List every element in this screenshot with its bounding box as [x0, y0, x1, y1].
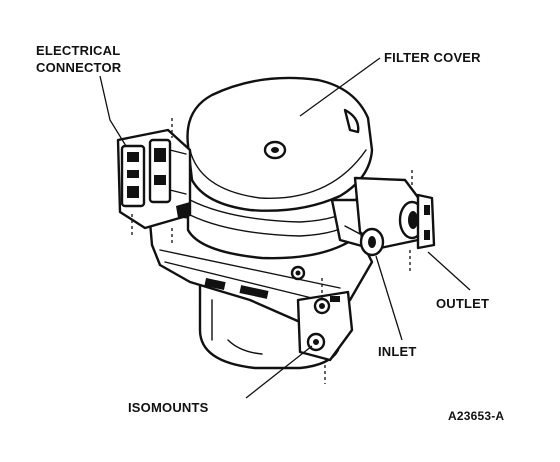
- label-outlet: OUTLET: [436, 296, 489, 311]
- leader-filter-cover: [299, 57, 381, 117]
- leader-inlet: [375, 255, 403, 341]
- label-isomounts: ISOMOUNTS: [128, 400, 209, 415]
- inlet-fitting: [344, 225, 385, 257]
- leader-outlet: [427, 251, 471, 291]
- figure-code: A23653-A: [448, 409, 504, 423]
- label-electrical-line1: ELECTRICAL: [36, 43, 120, 58]
- label-electrical-line2: CONNECTOR: [36, 60, 122, 75]
- label-filter-cover: FILTER COVER: [384, 50, 481, 65]
- leader-isomounts: [245, 345, 313, 399]
- filter-cover: [186, 76, 374, 212]
- electrical-connector: [116, 118, 192, 236]
- leader-electrical-connector: [99, 75, 127, 147]
- label-inlet: INLET: [378, 344, 417, 359]
